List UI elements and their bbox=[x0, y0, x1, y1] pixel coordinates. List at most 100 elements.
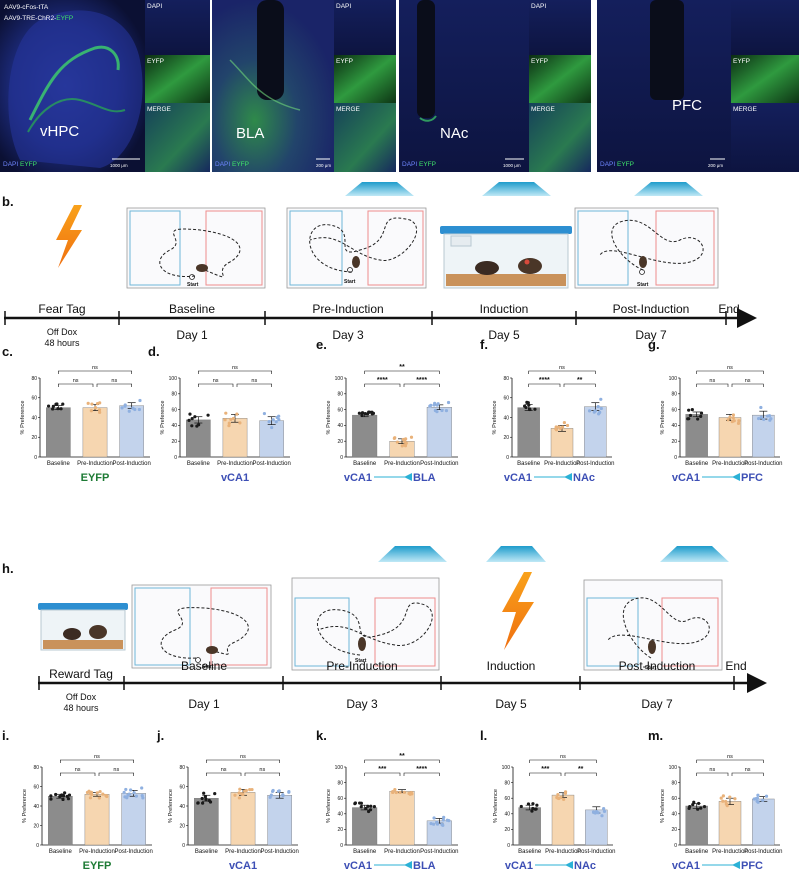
significance-label: ** bbox=[399, 364, 405, 371]
data-point bbox=[56, 407, 60, 411]
fear-phase-induction: Induction bbox=[480, 302, 529, 316]
data-point bbox=[274, 420, 278, 424]
y-tick-label: 60 bbox=[671, 796, 677, 802]
condition-target: NAc bbox=[573, 472, 595, 484]
data-point bbox=[227, 424, 231, 428]
y-axis-label: % Preference bbox=[22, 789, 28, 823]
data-point bbox=[444, 409, 449, 413]
data-point bbox=[407, 791, 411, 796]
data-point bbox=[525, 400, 529, 404]
significance-bracket bbox=[564, 772, 597, 776]
data-point bbox=[206, 413, 210, 417]
data-point bbox=[440, 408, 444, 413]
y-tick-label: 20 bbox=[504, 827, 510, 833]
data-point bbox=[55, 402, 59, 406]
data-point bbox=[193, 415, 197, 419]
y-tick-label: 60 bbox=[671, 407, 677, 413]
data-point bbox=[533, 807, 538, 811]
reward-tag-label: Reward Tag bbox=[49, 667, 113, 681]
data-point bbox=[769, 417, 773, 421]
significance-label: ns bbox=[232, 365, 238, 371]
data-point bbox=[61, 797, 65, 802]
start-label-h3: Start bbox=[645, 665, 657, 671]
reward-48h-label: 48 hours bbox=[63, 703, 99, 713]
reward-day-1: Day 1 bbox=[188, 697, 220, 711]
x-tick-label: Baseline bbox=[353, 849, 377, 855]
condition-source: vCA1 bbox=[505, 860, 533, 872]
data-point bbox=[250, 787, 254, 792]
condition-target: NAc bbox=[574, 860, 596, 872]
data-point bbox=[223, 418, 227, 422]
significance-label: ns bbox=[745, 767, 751, 773]
bar-1 bbox=[718, 801, 742, 846]
y-tick-label: 20 bbox=[171, 439, 177, 445]
significance-label: ns bbox=[559, 365, 565, 371]
data-point bbox=[267, 420, 271, 424]
data-point bbox=[238, 787, 242, 791]
data-point bbox=[196, 801, 200, 805]
significance-bracket bbox=[528, 383, 561, 387]
reward-phase-induction: Induction bbox=[487, 659, 536, 673]
x-tick-label: Post-Induction bbox=[744, 849, 782, 855]
y-tick-label: 60 bbox=[171, 407, 177, 413]
significance-label: ns bbox=[709, 378, 715, 384]
data-point bbox=[363, 412, 367, 416]
bar-1 bbox=[550, 428, 574, 458]
data-point bbox=[687, 806, 691, 811]
significance-bracket bbox=[60, 759, 134, 763]
data-point bbox=[402, 790, 406, 794]
x-tick-label: Pre-Induction bbox=[384, 461, 420, 467]
data-point bbox=[533, 407, 537, 411]
data-point bbox=[51, 407, 55, 411]
data-point bbox=[101, 792, 105, 796]
y-tick-label: 80 bbox=[171, 392, 177, 398]
data-point bbox=[599, 397, 603, 401]
significance-bracket bbox=[198, 370, 272, 374]
data-point bbox=[133, 407, 137, 412]
data-point bbox=[429, 821, 433, 826]
data-point bbox=[719, 796, 723, 800]
region-label-vhpc: vHPC bbox=[40, 123, 79, 140]
data-point bbox=[724, 802, 728, 806]
data-point bbox=[371, 411, 376, 415]
data-point bbox=[98, 410, 102, 414]
y-tick-label: 0 bbox=[34, 455, 37, 461]
significance-bracket bbox=[731, 772, 764, 776]
data-point bbox=[563, 790, 568, 794]
y-tick-label: 100 bbox=[335, 376, 344, 382]
condition-target: PFC bbox=[741, 472, 763, 484]
significance-bracket bbox=[529, 759, 597, 763]
data-point bbox=[724, 799, 728, 804]
significance-bracket bbox=[58, 370, 132, 374]
significance-label: ns bbox=[259, 767, 265, 773]
cage-reward-tag bbox=[38, 603, 128, 651]
significance-bracket bbox=[696, 772, 729, 776]
data-point bbox=[89, 409, 93, 413]
panel-label-l: l. bbox=[480, 728, 487, 743]
data-point bbox=[592, 811, 596, 815]
data-point bbox=[204, 797, 208, 801]
inset-eyfp-4: EYFP bbox=[733, 58, 750, 65]
data-point bbox=[756, 793, 760, 797]
significance-label: ns bbox=[75, 767, 81, 773]
panel-label-e: e. bbox=[316, 337, 327, 352]
panel-label-c: c. bbox=[2, 344, 13, 359]
y-tick-label: 40 bbox=[171, 423, 177, 429]
data-point bbox=[400, 444, 404, 448]
bar-0 bbox=[685, 805, 708, 846]
arena-baseline-reward: Start bbox=[131, 584, 272, 670]
bar-2 bbox=[119, 405, 144, 458]
footer-legend-3: DAPI EYFP bbox=[402, 161, 436, 168]
y-tick-label: 20 bbox=[337, 439, 343, 445]
y-tick-label: 80 bbox=[31, 376, 37, 382]
significance-bracket bbox=[364, 772, 401, 776]
fear-day-1: Day 1 bbox=[176, 328, 208, 342]
start-label-b2: Start bbox=[344, 279, 356, 285]
x-tick-label: Baseline bbox=[187, 461, 211, 467]
data-point bbox=[597, 412, 601, 416]
data-point bbox=[562, 420, 566, 425]
data-point bbox=[728, 415, 732, 419]
condition-source: vCA1 bbox=[672, 860, 700, 872]
